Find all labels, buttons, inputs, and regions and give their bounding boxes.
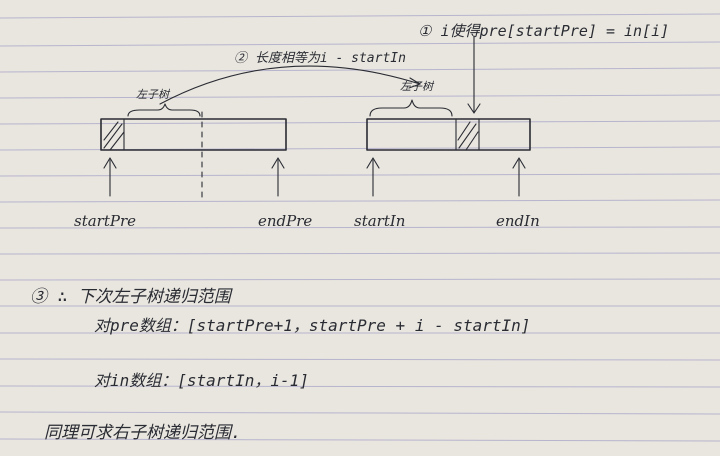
mapping-arc xyxy=(159,65,421,105)
note-line-2: 对pre数组：[startPre+1，startPre + i - startI… xyxy=(94,316,530,335)
end-pre-label: endPre xyxy=(258,212,312,230)
pre-left-subtree-label: 左子树 xyxy=(136,88,171,101)
end-in-label: endIn xyxy=(496,212,540,230)
in-array xyxy=(366,99,531,151)
in-left-brace xyxy=(369,99,453,117)
step1-annotation: ① i使得pre[startPre] = in[i] xyxy=(418,22,669,40)
in-root-hatch xyxy=(457,121,479,151)
pointer-arrows xyxy=(103,157,526,197)
start-in-label: startIn xyxy=(354,212,405,230)
step1-arrowhead xyxy=(467,103,481,114)
pre-left-brace xyxy=(127,103,201,117)
note-line-4: 同理可求右子树递归范围. xyxy=(44,423,241,443)
pre-array xyxy=(100,103,287,201)
start-pre-label: startPre xyxy=(74,212,136,230)
step2-annotation: ② 长度相等为i - startIn xyxy=(234,51,406,66)
note-line-1: ③ ∴ 下次左子树递归范围 xyxy=(30,287,234,307)
pre-root-hatch xyxy=(103,121,125,151)
note-line-3: 对in数组：[startIn，i-1] xyxy=(94,371,309,390)
mapping-arc-arrowhead xyxy=(408,77,421,89)
in-left-subtree-label: 左子树 xyxy=(400,80,435,93)
